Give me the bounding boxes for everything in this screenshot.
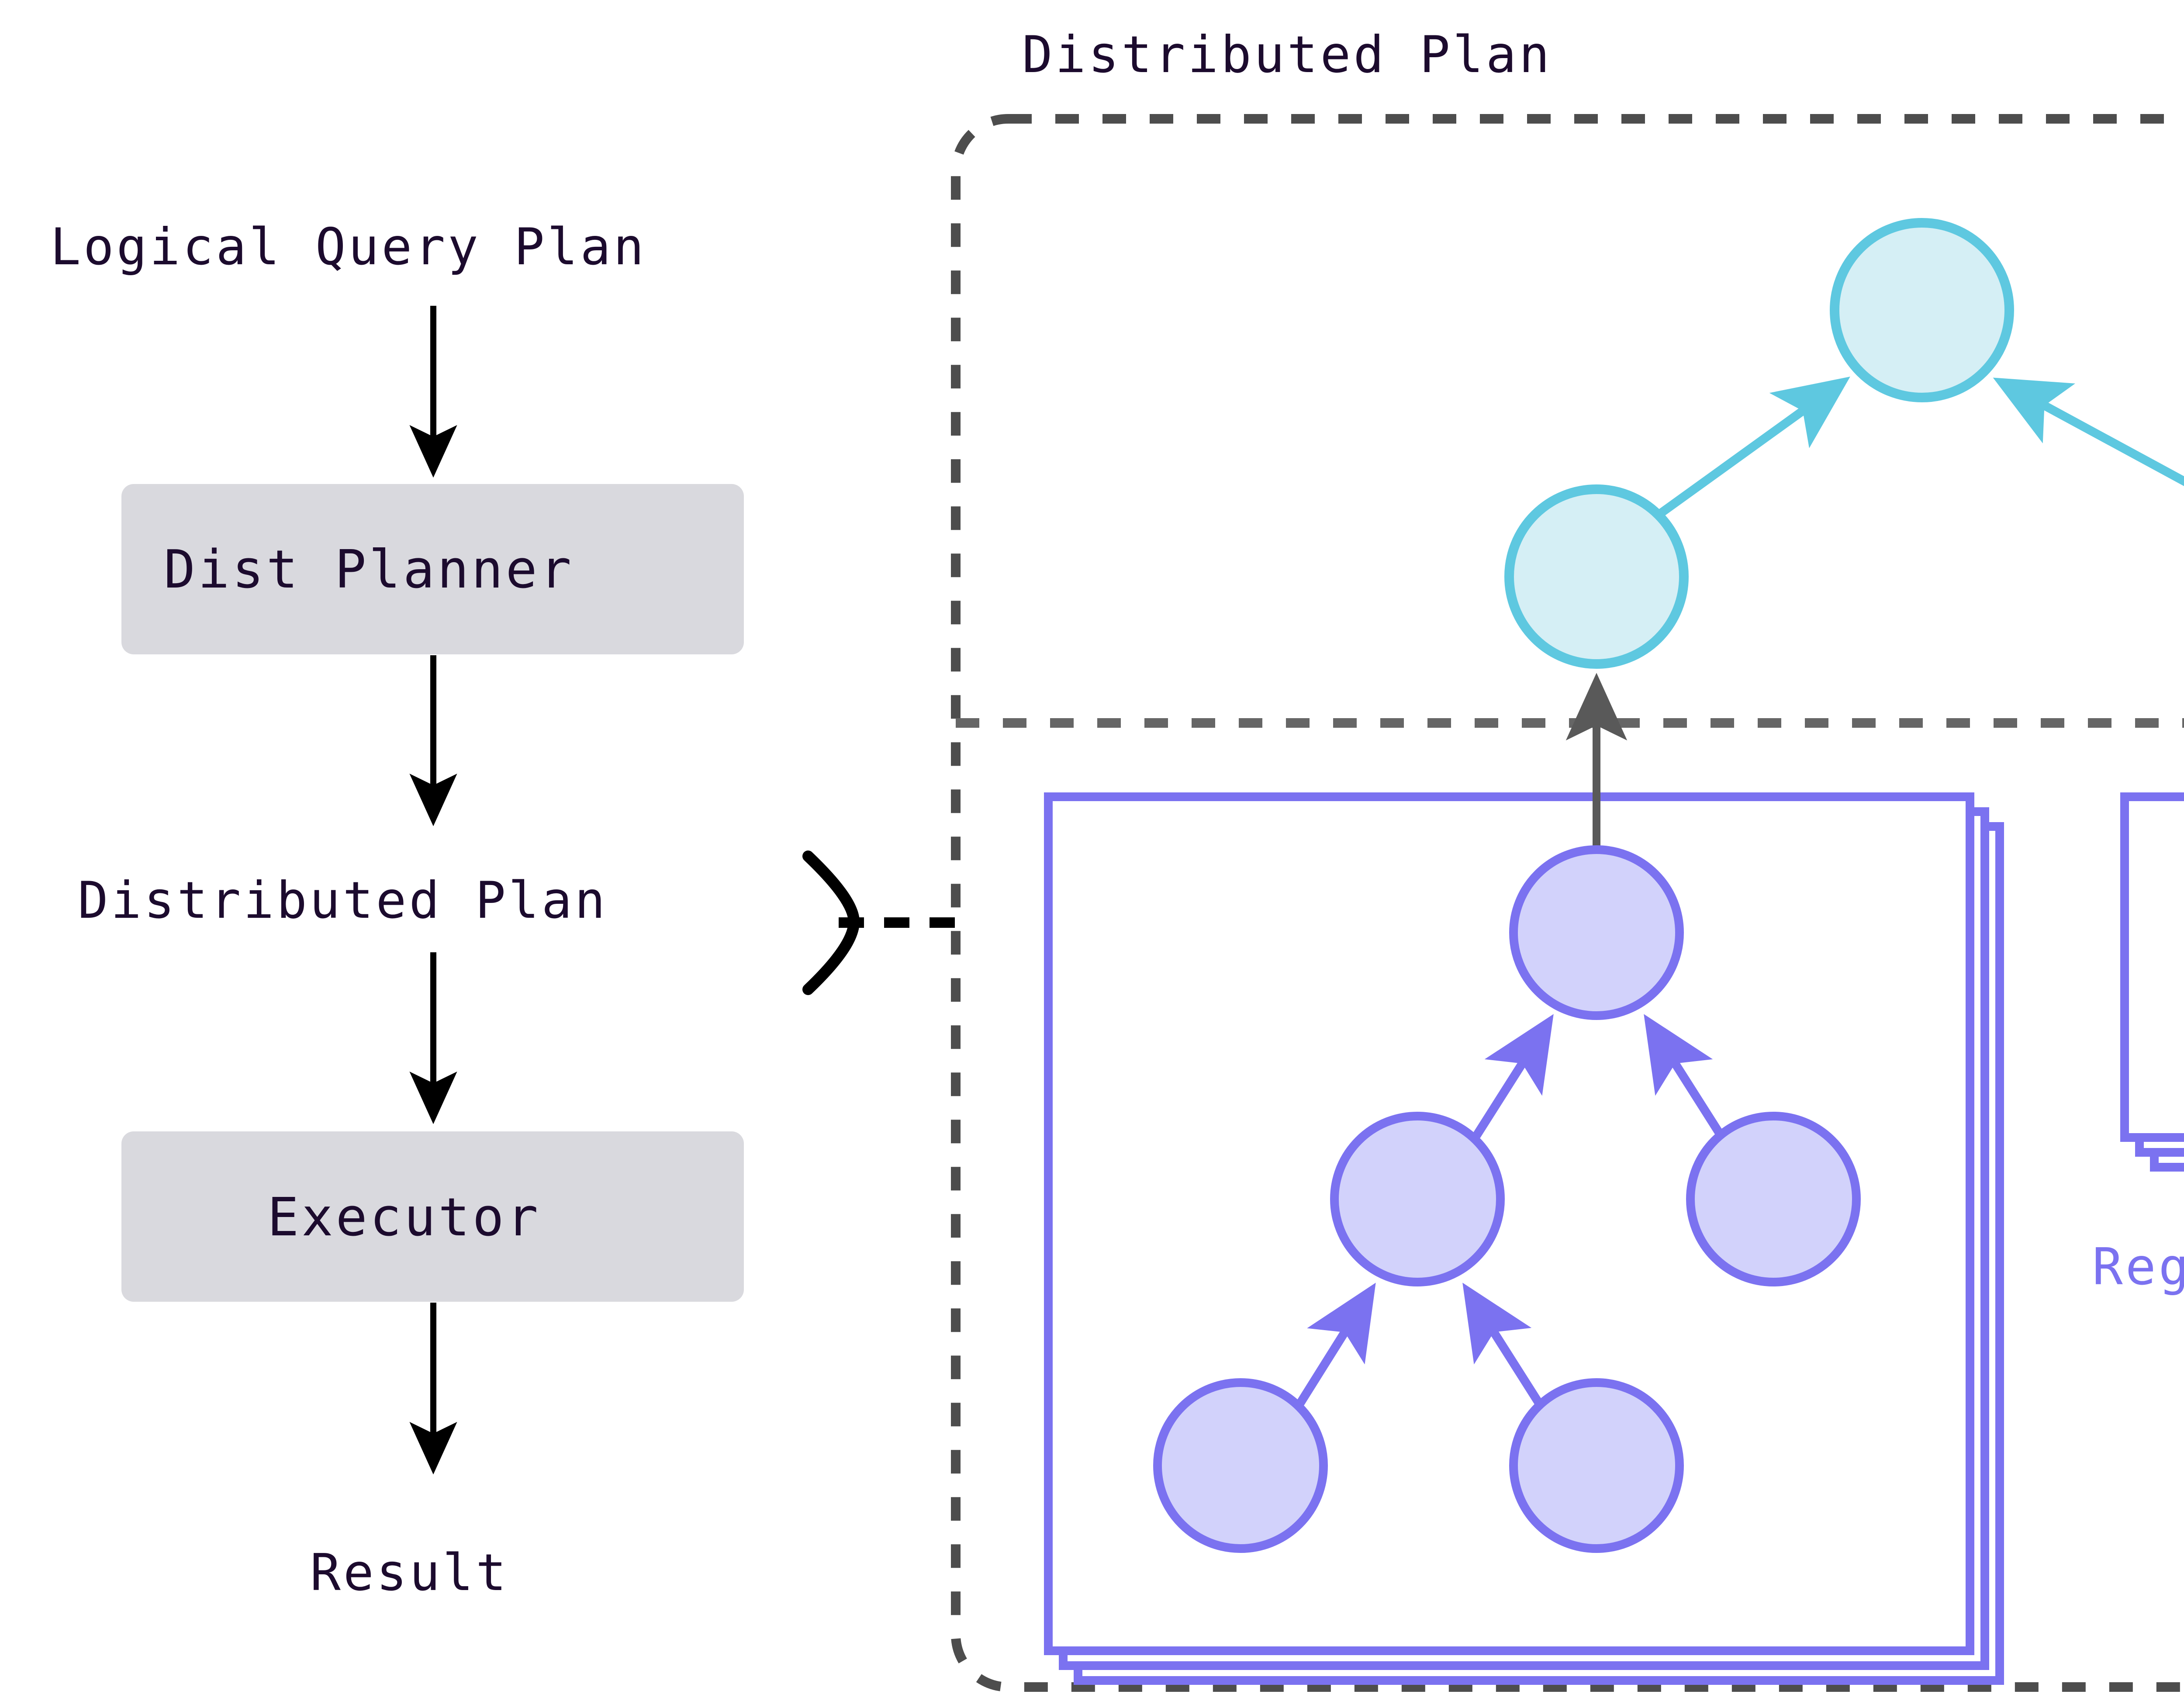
cross-stage-arrows xyxy=(1565,673,1628,851)
edge-dright-to-droot xyxy=(1644,1014,1725,1138)
distributed-plan-label: Distributed Plan xyxy=(78,871,608,930)
datanode-node-right[interactable] xyxy=(1686,1112,1861,1286)
datanode-node-root[interactable] xyxy=(1509,845,1684,1020)
executor-box[interactable] xyxy=(121,1131,744,1302)
stage-divider-group: Frontend Stage Datanode Stage xyxy=(956,718,2184,728)
dist-planner-label: Dist Planner xyxy=(164,539,574,600)
dist-planner-box[interactable] xyxy=(121,484,744,654)
regions-label: Regions xyxy=(2092,1238,2184,1297)
distributed-plan-container: Distributed Plan xyxy=(951,25,2184,1692)
frontend-node-root[interactable] xyxy=(1830,218,2014,402)
datanode-stage-nodes xyxy=(1153,845,1861,1553)
frontend-stage-nodes xyxy=(1504,218,2184,669)
datanode-node-leaf2[interactable] xyxy=(1509,1378,1684,1553)
edge-fright-to-froot xyxy=(1993,377,2184,486)
region-box-right-layer-1 xyxy=(2120,792,2184,1142)
left-flow-column: Logical Query Plan Dist Planner Distribu… xyxy=(50,218,956,1602)
region-stack-right[interactable] xyxy=(2120,792,2184,1172)
container-title: Distributed Plan xyxy=(1022,25,1552,84)
edge-fleft-to-froot xyxy=(1655,377,1850,519)
logical-query-plan-label: Logical Query Plan xyxy=(50,218,646,277)
datanode-node-mid[interactable] xyxy=(1330,1112,1505,1286)
edge-dleaf2-to-dmid xyxy=(1462,1283,1544,1407)
edge-dmid-to-droot xyxy=(1472,1014,1554,1138)
datanode-node-leaf1[interactable] xyxy=(1153,1378,1328,1553)
container-dashed-border xyxy=(951,114,2184,1692)
executor-label: Executor xyxy=(267,1187,541,1248)
edge-dleaf1-to-dmid xyxy=(1296,1283,1376,1407)
result-label: Result xyxy=(310,1543,509,1602)
frontend-node-left[interactable] xyxy=(1504,484,1689,669)
